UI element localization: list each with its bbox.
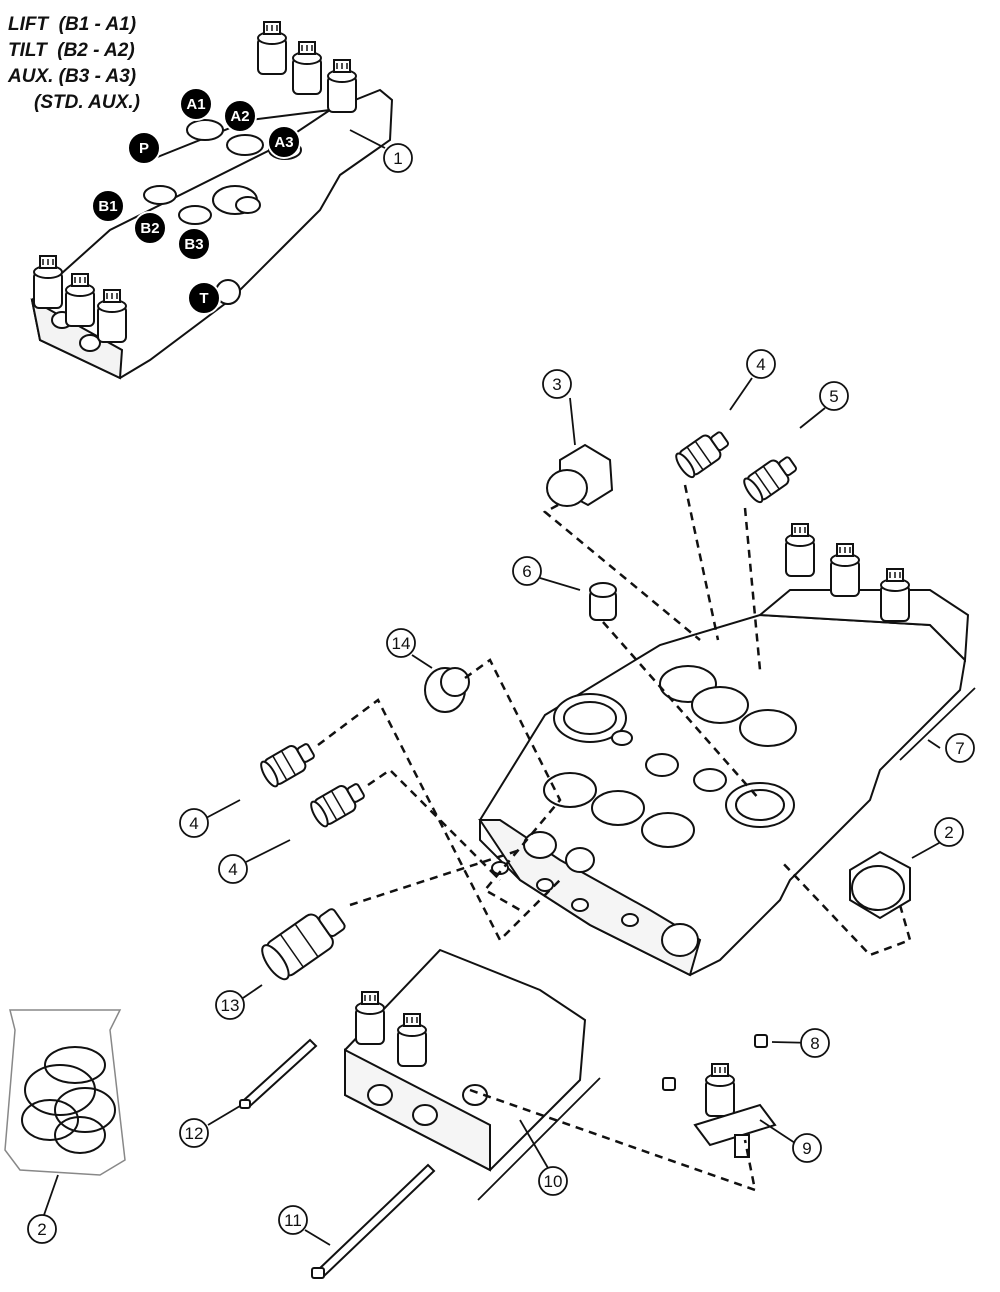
assembled-valve-outline (30, 88, 394, 380)
callout-4-left-a: 4 (179, 808, 209, 838)
callout-12: 12 (179, 1118, 209, 1148)
svg-text:12: 12 (185, 1124, 204, 1143)
callout-9: 9 (792, 1133, 822, 1163)
valve-body-top-deck (757, 589, 970, 663)
svg-text:P: P (139, 140, 149, 157)
seal-kit-bag (4, 1009, 126, 1176)
svg-text:5: 5 (829, 387, 838, 406)
svg-text:3: 3 (552, 375, 561, 394)
port-a3-badge: A3 (267, 125, 301, 159)
svg-text:9: 9 (802, 1139, 811, 1158)
callout-4-top: 4 (746, 349, 776, 379)
legend-std-aux: (STD. AUX.) (34, 92, 140, 113)
svg-text:B3: B3 (184, 236, 203, 253)
solenoid-valve-9 (693, 1063, 777, 1158)
plug-3 (546, 443, 614, 507)
port-a2-badge: A2 (223, 99, 257, 133)
svg-text:13: 13 (221, 996, 240, 1015)
svg-text:4: 4 (189, 814, 198, 833)
screw-8 (662, 1034, 768, 1091)
callout-7: 7 (945, 733, 975, 763)
legend-aux: AUX. (B3 - A3) (8, 66, 137, 87)
svg-text:A3: A3 (274, 134, 293, 151)
svg-text:1: 1 (393, 149, 402, 168)
port-b3-badge: B3 (177, 227, 211, 261)
inlet-section-10 (344, 948, 587, 1172)
legend-lift: LIFT (B1 - A1) (8, 14, 137, 35)
svg-text:8: 8 (810, 1034, 819, 1053)
callout-13: 13 (215, 990, 245, 1020)
svg-text:14: 14 (392, 634, 411, 653)
port-b2-badge: B2 (133, 211, 167, 245)
plug-14 (424, 667, 470, 713)
svg-text:7: 7 (955, 739, 964, 758)
callout-2-plug: 2 (934, 817, 964, 847)
svg-text:2: 2 (37, 1220, 46, 1239)
port-legend: LIFT (B1 - A1) TILT (B2 - A2) AUX. (B3 -… (8, 12, 140, 116)
svg-text:2: 2 (944, 823, 953, 842)
solenoid-icon (785, 523, 815, 577)
callout-8: 8 (800, 1028, 830, 1058)
port-b1-badge: B1 (91, 189, 125, 223)
solenoid-icon (830, 543, 860, 597)
callout-4-left-b: 4 (218, 854, 248, 884)
callout-10: 10 (538, 1166, 568, 1196)
solenoid-icon (257, 21, 287, 75)
cartridge-5 (740, 450, 802, 506)
plug-2 (849, 850, 911, 920)
plug-6 (589, 582, 617, 621)
callout-6: 6 (512, 556, 542, 586)
solenoid-icon (327, 59, 357, 113)
svg-text:B1: B1 (98, 198, 117, 215)
port-p-badge: P (127, 131, 161, 165)
svg-text:10: 10 (544, 1172, 563, 1191)
callout-14: 14 (386, 628, 416, 658)
solenoid-icon (292, 41, 322, 95)
svg-text:11: 11 (284, 1211, 302, 1230)
callout-1: 1 (383, 143, 413, 173)
rod-12 (239, 1038, 318, 1109)
solenoid-icon (33, 255, 63, 309)
dashed-leaders (317, 484, 912, 1192)
svg-text:B2: B2 (140, 220, 159, 237)
port-t-badge: T (187, 281, 221, 315)
callout-5: 5 (819, 381, 849, 411)
callout-leaders (43, 129, 976, 1246)
legend-tilt: TILT (B2 - A2) (8, 40, 135, 61)
svg-text:6: 6 (522, 562, 531, 581)
cartridge-4-left-a (257, 736, 319, 790)
cartridge-4-left-b (307, 776, 369, 830)
svg-text:A2: A2 (230, 108, 249, 125)
port-a1-badge: A1 (179, 87, 213, 121)
callout-2-kit: 2 (27, 1214, 57, 1244)
solenoid-icon (355, 991, 385, 1045)
valve-body (478, 613, 967, 977)
svg-text:A1: A1 (186, 96, 205, 113)
svg-text:4: 4 (228, 860, 237, 879)
rod-11 (311, 1163, 436, 1279)
valve-13 (261, 908, 346, 981)
svg-text:4: 4 (756, 355, 765, 374)
svg-text:T: T (199, 290, 208, 307)
callout-11: 11 (278, 1205, 308, 1235)
cartridge-4-top (672, 425, 734, 481)
callout-3: 3 (542, 369, 572, 399)
solenoid-icon (880, 568, 910, 622)
